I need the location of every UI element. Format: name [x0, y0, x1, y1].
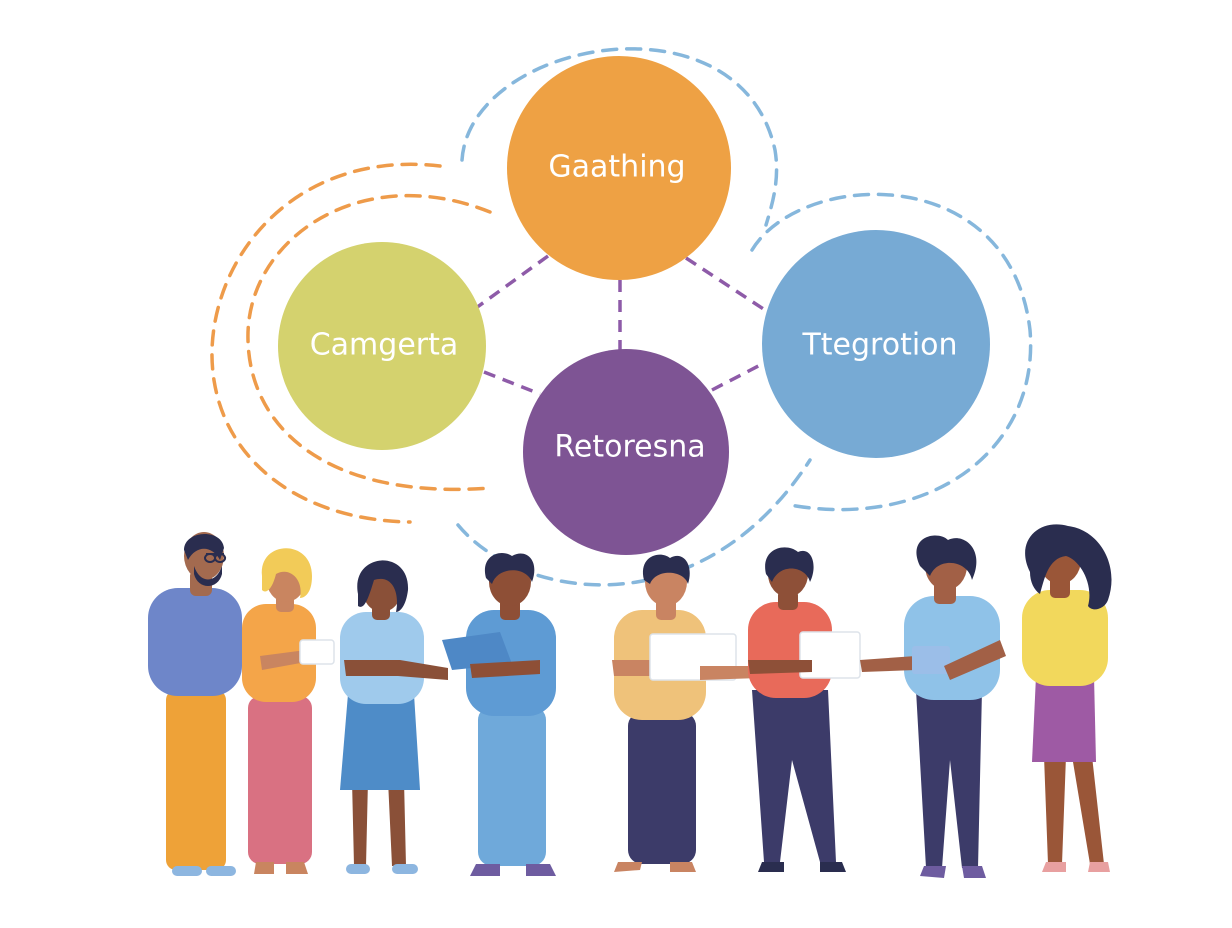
orbit-arcs	[210, 47, 1033, 587]
orbit-arc-blue-top	[460, 47, 779, 227]
person-8-figure	[1022, 524, 1112, 872]
node-circle	[278, 242, 486, 450]
node-circle	[507, 56, 731, 280]
person-4-figure	[442, 552, 556, 876]
glasses-icon	[204, 553, 227, 563]
person-3-figure	[340, 560, 448, 874]
node-circle	[762, 230, 990, 458]
connector-gathering-integration	[685, 256, 769, 314]
node-gathering: Gaathing	[507, 56, 731, 280]
person-7-figure	[860, 535, 1006, 878]
connector-categorize-resources	[483, 370, 541, 396]
people-group	[148, 524, 1112, 878]
person-6-figure	[748, 547, 861, 872]
node-label: Camgerta	[310, 328, 459, 363]
orbit-arc-blue-bottom	[456, 458, 812, 587]
person-5-figure	[612, 554, 760, 872]
node-resources: Retoresna	[523, 349, 729, 555]
orbit-arc-orange-outer	[210, 162, 442, 524]
node-circle	[523, 349, 729, 555]
node-label: Retoresna	[554, 430, 705, 465]
node-label: Ttegrotion	[801, 328, 957, 363]
orbit-arc-blue-right	[750, 192, 1033, 512]
node-label: Gaathing	[548, 150, 685, 185]
person-2-figure	[242, 548, 335, 874]
node-integration: Ttegrotion	[762, 230, 990, 458]
node-connectors	[474, 254, 771, 396]
connector-resources-integration	[711, 358, 771, 392]
person-1-figure	[148, 532, 242, 876]
orbit-arc-orange-inner	[246, 193, 492, 491]
connector-gathering-categorize	[474, 254, 550, 310]
node-categorize: Camgerta	[278, 242, 486, 450]
